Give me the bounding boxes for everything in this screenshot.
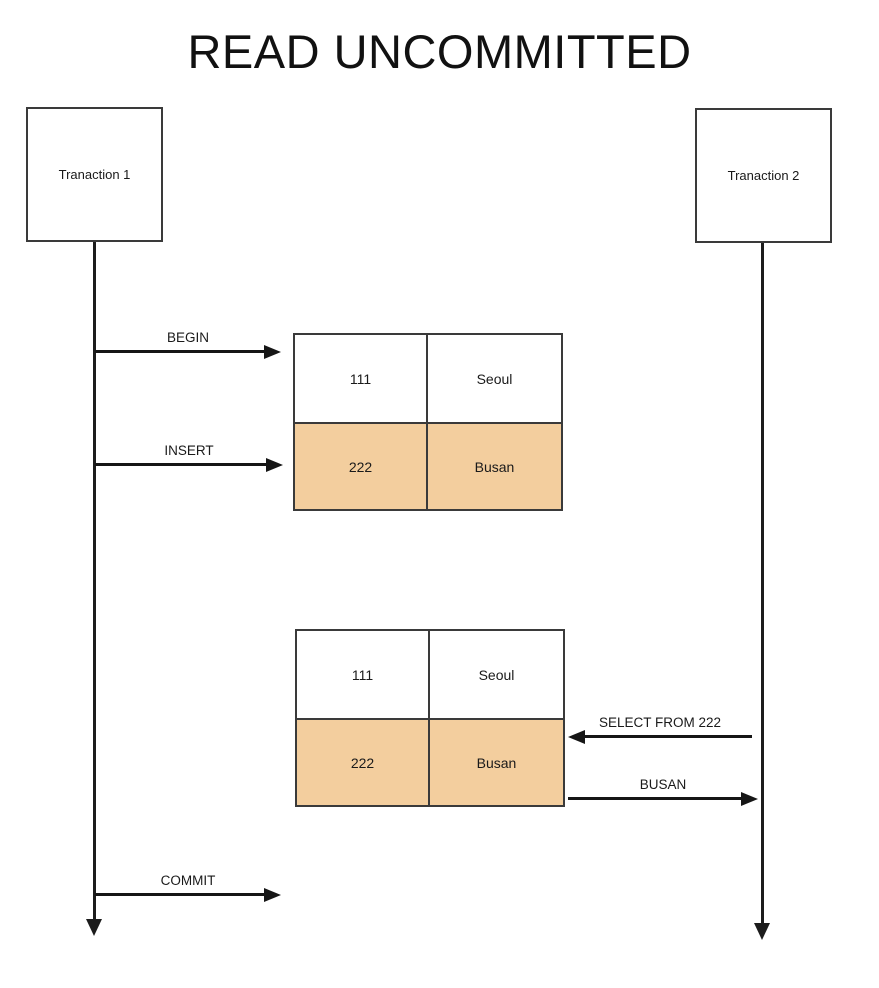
message-insert: INSERT [95, 434, 283, 472]
arrow-right-icon [264, 344, 281, 359]
message-select-from-222: SELECT FROM 222 [568, 706, 752, 744]
message-busan-result: BUSAN [568, 768, 758, 806]
table-cell-id-uncommitted: 222 [295, 422, 428, 509]
message-busan-label: BUSAN [639, 777, 687, 792]
message-line [95, 350, 268, 353]
arrow-right-icon [266, 457, 283, 472]
arrow-left-icon [568, 729, 585, 744]
actor-label-transaction-2: Tranaction 2 [727, 168, 800, 183]
diagram-title: READ UNCOMMITTED [187, 25, 692, 78]
message-line [95, 463, 270, 466]
actor-label-transaction-1: Tranaction 1 [58, 167, 131, 182]
message-line [581, 735, 752, 738]
table-cell-city-uncommitted: Busan [428, 422, 561, 509]
message-begin: BEGIN [95, 321, 281, 359]
message-line [95, 893, 268, 896]
message-commit: COMMIT [95, 864, 281, 902]
arrow-right-icon [741, 791, 758, 806]
table-cell-id: 111 [295, 335, 428, 422]
arrow-down-icon [86, 919, 102, 936]
lifeline-transaction-2 [761, 243, 764, 924]
arrow-right-icon [264, 887, 281, 902]
message-commit-label: COMMIT [160, 873, 216, 888]
message-select-label: SELECT FROM 222 [598, 715, 722, 730]
arrow-down-icon [754, 923, 770, 940]
table-cell-id-uncommitted: 222 [297, 718, 430, 805]
lifeline-transaction-1 [93, 242, 96, 920]
table-cell-city: Seoul [428, 335, 561, 422]
message-insert-label: INSERT [164, 443, 214, 458]
message-begin-label: BEGIN [166, 330, 209, 345]
table-cell-city: Seoul [430, 631, 563, 718]
message-line [568, 797, 745, 800]
table-cell-city-uncommitted: Busan [430, 718, 563, 805]
actor-box-transaction-1: Tranaction 1 [26, 107, 163, 242]
record-table-seen-by-transaction-2: 111 Seoul 222 Busan [295, 629, 565, 807]
table-cell-id: 111 [297, 631, 430, 718]
record-table-after-insert: 111 Seoul 222 Busan [293, 333, 563, 511]
actor-box-transaction-2: Tranaction 2 [695, 108, 832, 243]
